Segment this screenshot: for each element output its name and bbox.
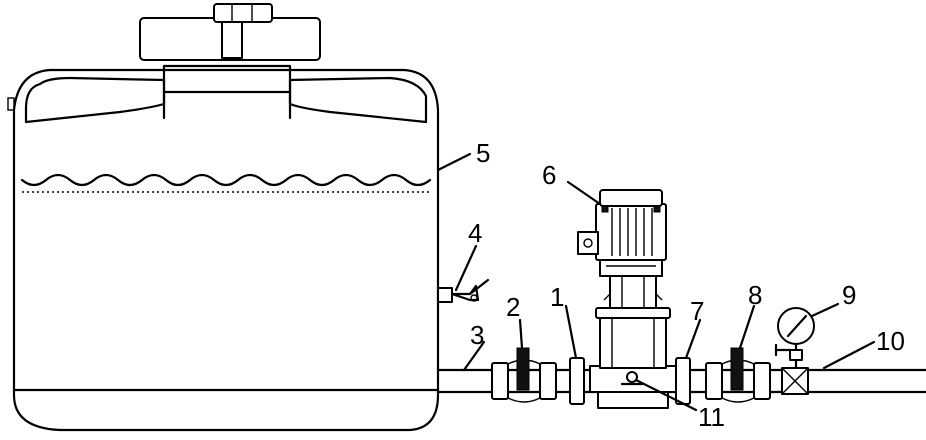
label-10: 10	[876, 326, 905, 356]
pipe-flange-left	[569, 357, 585, 405]
pipe-flange-right	[675, 357, 691, 405]
label-8: 8	[748, 280, 762, 310]
check-valve	[781, 367, 809, 395]
vertical-pump	[577, 189, 677, 409]
label-7: 7	[690, 296, 704, 326]
water-surface	[20, 173, 432, 187]
damper-right	[730, 347, 744, 391]
label-5: 5	[476, 138, 490, 168]
tank-body	[12, 68, 440, 432]
label-3: 3	[470, 320, 484, 350]
tank-lid	[139, 3, 321, 61]
label-6: 6	[542, 160, 556, 190]
damper-left	[516, 347, 530, 391]
drain-valve	[437, 278, 490, 303]
label-1: 1	[550, 282, 564, 312]
pressure-gauge	[774, 307, 815, 370]
water-tank	[7, 3, 490, 432]
label-9: 9	[842, 280, 856, 310]
label-2: 2	[506, 292, 520, 322]
label-11: 11	[698, 402, 725, 432]
leader-lines	[436, 152, 876, 412]
label-4: 4	[468, 218, 482, 248]
